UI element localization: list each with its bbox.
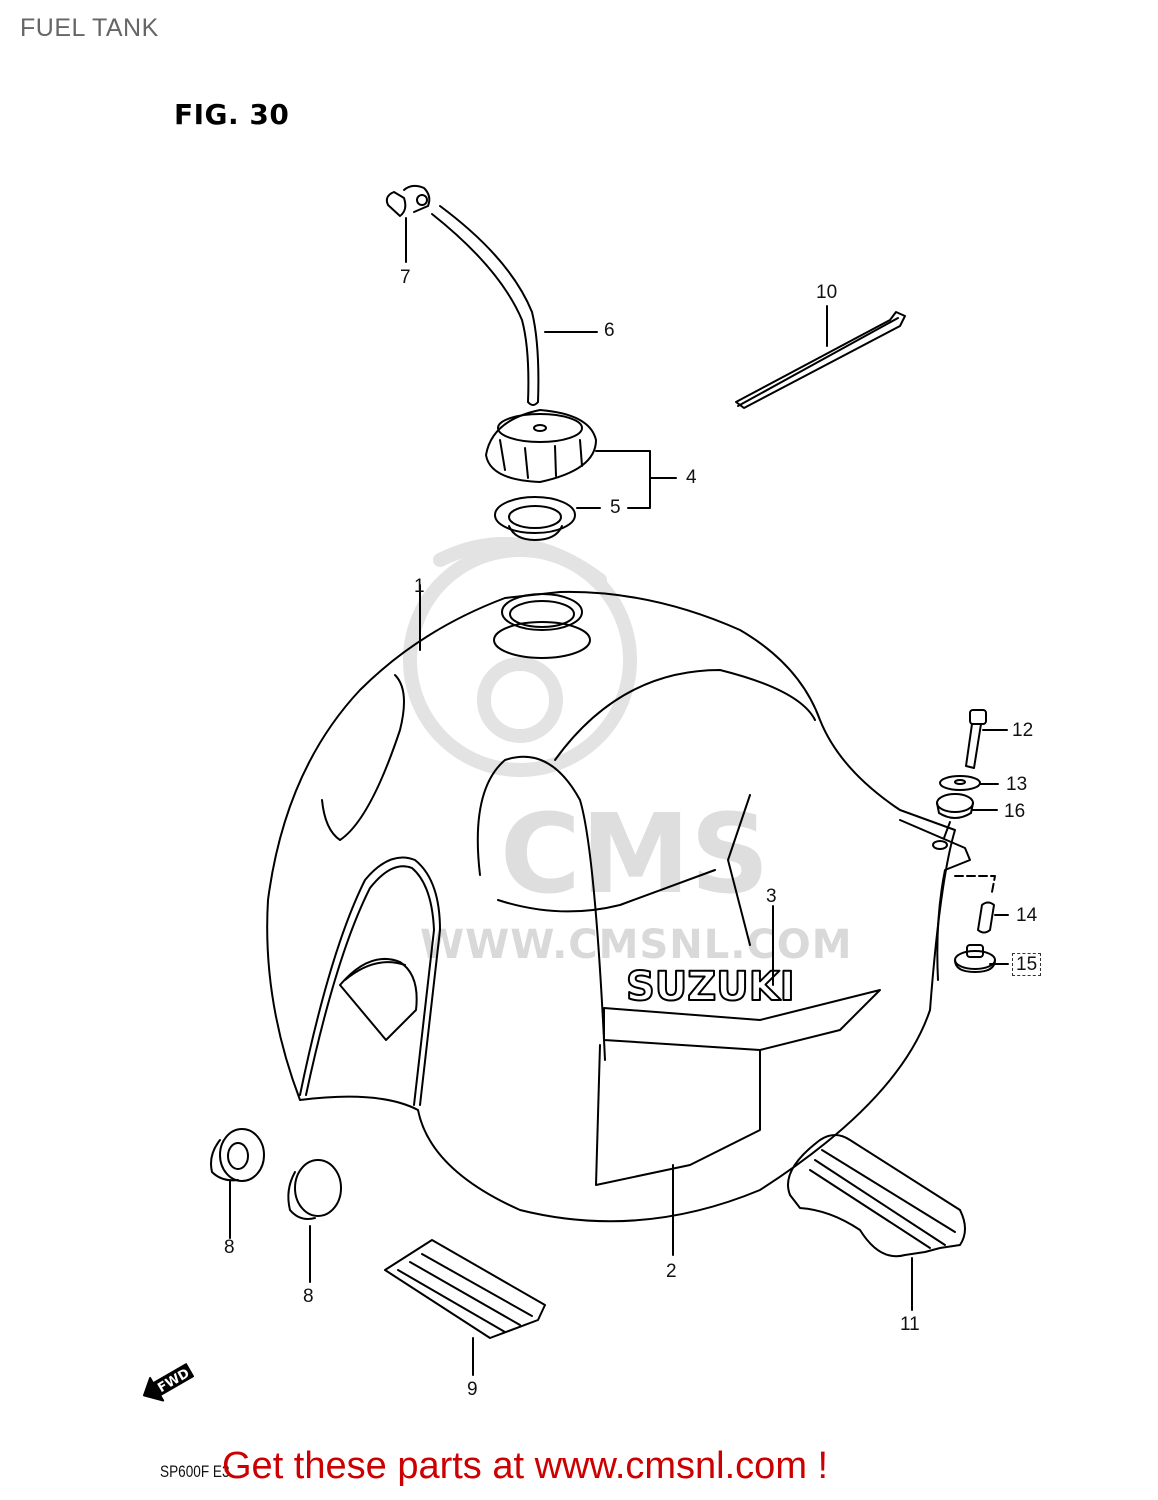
- callout-10-cable-tie[interactable]: 10: [816, 282, 838, 303]
- callout-8-cushion-a[interactable]: 8: [224, 1237, 235, 1258]
- callout-4-cap[interactable]: 4: [686, 467, 697, 488]
- forward-direction-arrow-icon: FWD: [143, 1363, 195, 1402]
- callout-5-gasket[interactable]: 5: [610, 497, 621, 518]
- callout-9-pad[interactable]: 9: [467, 1379, 478, 1400]
- watermark-logo: CMS: [500, 790, 770, 918]
- mounting-bolt-icon[interactable]: [965, 709, 1008, 769]
- callout-2-decal[interactable]: 2: [666, 1261, 677, 1282]
- callout-15-mount[interactable]: 15: [1012, 953, 1042, 976]
- callout-14-spacer[interactable]: 14: [1016, 905, 1038, 926]
- front-cushion-icon[interactable]: [787, 1134, 966, 1311]
- promo-link[interactable]: Get these parts at www.cmsnl.com !: [222, 1445, 829, 1487]
- tank-cushion-b-icon[interactable]: [287, 1159, 342, 1283]
- rear-cushion-pad-icon[interactable]: [384, 1239, 546, 1376]
- cushion-mount-icon[interactable]: [954, 944, 1009, 973]
- svg-text:SUZUKI: SUZUKI: [626, 964, 795, 1010]
- suzuki-emblem-icon[interactable]: SUZUKI: [625, 905, 796, 1011]
- callout-6-hose[interactable]: 6: [604, 320, 615, 341]
- fuel-cap-icon[interactable]: [485, 409, 677, 508]
- callout-16-cushion[interactable]: 16: [1004, 801, 1026, 822]
- fuel-cap-gasket-icon[interactable]: [494, 496, 651, 541]
- fuel-tank-icon[interactable]: [266, 584, 971, 1223]
- hose-clamp-icon[interactable]: [385, 184, 431, 263]
- rubber-cushion-icon[interactable]: [936, 793, 998, 839]
- callout-11-front-cushion[interactable]: 11: [900, 1314, 920, 1335]
- callout-3-emblem[interactable]: 3: [766, 886, 777, 907]
- cable-tie-icon[interactable]: [735, 305, 906, 409]
- washer-icon[interactable]: [939, 775, 999, 791]
- callout-12-bolt[interactable]: 12: [1012, 720, 1034, 741]
- figure-label: FIG. 30: [174, 98, 290, 131]
- breather-hose-icon[interactable]: [431, 205, 598, 406]
- watermark-mascot-icon: [403, 537, 637, 777]
- spacer-icon[interactable]: [954, 875, 1009, 934]
- page-title: FUEL TANK: [20, 14, 159, 42]
- watermark-url: WWW.CMSNL.COM: [420, 922, 853, 968]
- callout-1-tank[interactable]: 1: [414, 576, 425, 597]
- model-code: SP600F E3: [160, 1462, 230, 1481]
- tank-cushion-a-icon[interactable]: [210, 1128, 265, 1239]
- callout-7-clamp[interactable]: 7: [400, 267, 411, 288]
- callout-8-cushion-b[interactable]: 8: [303, 1286, 314, 1307]
- callout-13-washer[interactable]: 13: [1006, 774, 1028, 795]
- side-decal-icon[interactable]: [595, 989, 881, 1256]
